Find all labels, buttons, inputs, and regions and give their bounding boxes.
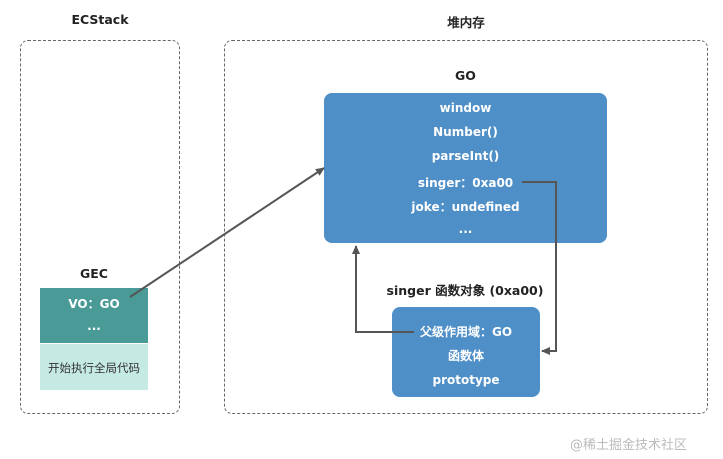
ecstack-title: ECStack [71, 12, 129, 27]
watermark: @稀土掘金技术社区 [570, 438, 688, 453]
gec-vo-text: VO：GO [68, 297, 120, 311]
go-row-window: window [439, 101, 492, 115]
global-object: window Number() parseInt() singer：0xa00 … [324, 93, 607, 243]
singer-function-object: 父级作用域：GO 函数体 prototype [392, 307, 540, 397]
go-row-parseint: parseInt() [431, 149, 500, 163]
heap-title: 堆内存 [447, 15, 485, 30]
go-row-ellipsis: ... [458, 222, 473, 236]
go-row-singer: singer：0xa00 [417, 176, 514, 190]
gec-variable-object: VO：GO ... [40, 288, 148, 343]
singer-function-label: singer 函数对象 (0xa00) [386, 283, 544, 298]
gec-code-text: 开始执行全局代码 [48, 361, 140, 375]
singer-row-prototype: prototype [432, 373, 500, 387]
gec-code-block: 开始执行全局代码 [40, 344, 148, 390]
go-row-joke: joke：undefined [411, 200, 520, 214]
singer-row-body: 函数体 [447, 349, 484, 363]
go-row-number: Number() [433, 125, 498, 139]
go-label: GO [455, 68, 476, 83]
singer-row-parent-scope: 父级作用域：GO [419, 325, 513, 339]
gec-label: GEC [80, 266, 108, 281]
gec-vo-ellipsis: ... [87, 319, 101, 333]
